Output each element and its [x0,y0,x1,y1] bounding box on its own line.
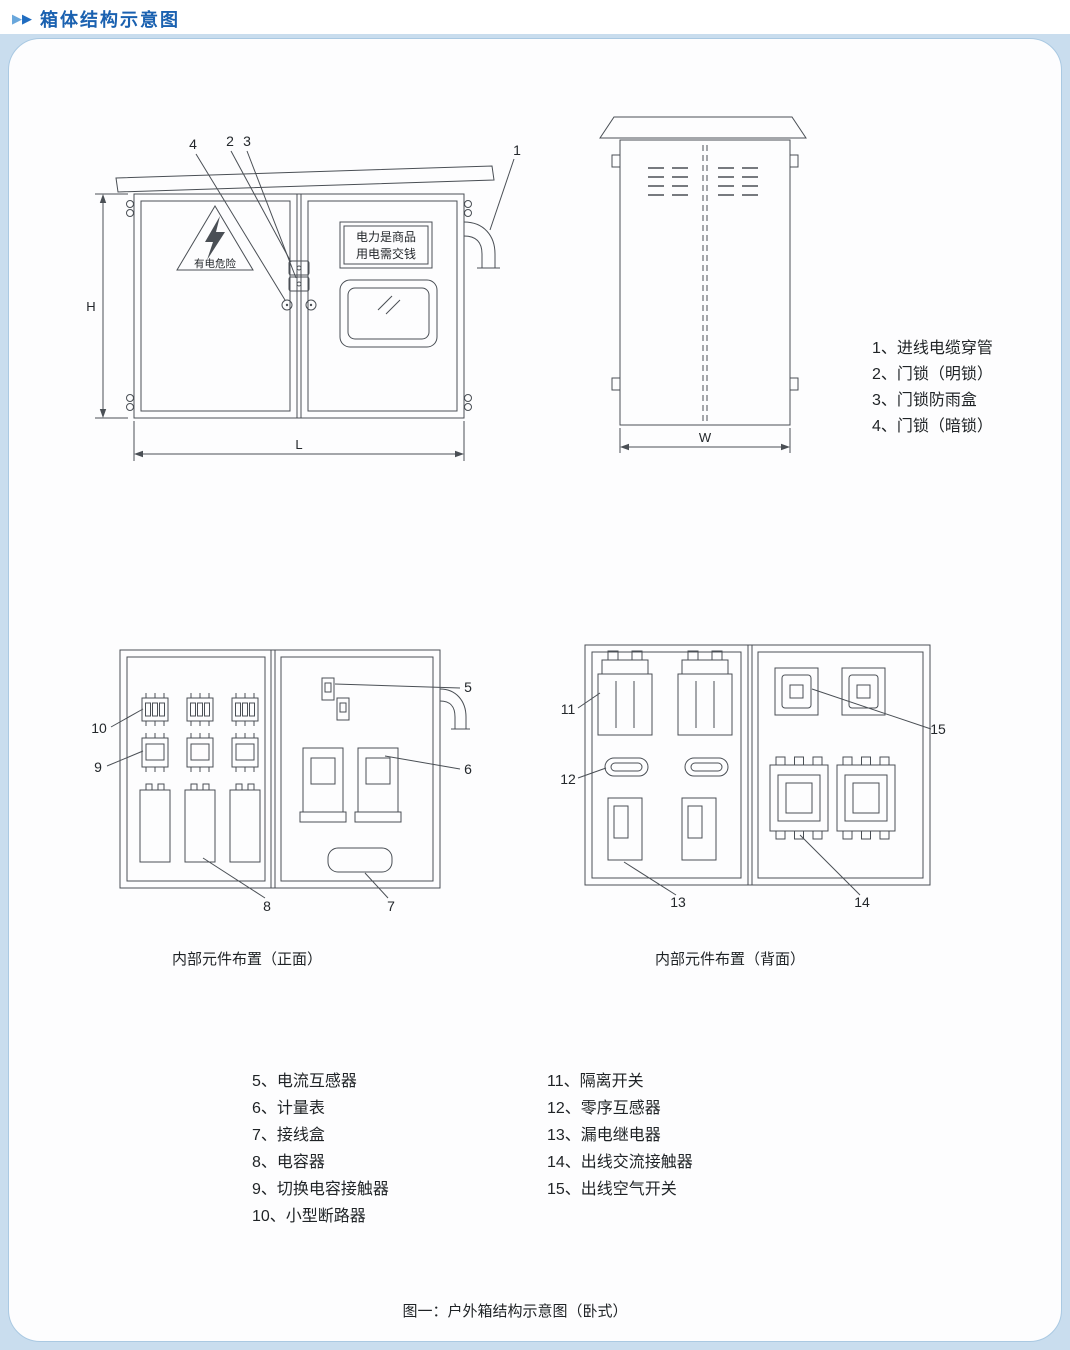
dim-w-label: W [699,430,712,445]
parts-list-item: 12、零序互感器 [547,1100,661,1117]
zero-sequence-transformers [604,757,729,777]
parts-list-item: 6、计量表 [252,1100,325,1117]
figure-caption: 图一：户外箱结构示意图（卧式） [402,1303,628,1320]
internal-front-caption: 内部元件布置（正面） [171,951,322,968]
callout-leader-lines [577,688,932,896]
callout-leader-lines [106,683,461,899]
chevron-icon: ▶ [22,11,32,26]
parts-list-item: 4、门锁（暗锁） [872,418,993,435]
warning-text: 有电危险 [194,257,236,270]
outdoor-box-side-view: W [599,116,807,453]
notice-line-1: 电力是商品 [356,229,416,244]
parts-list-item: 11、隔离开关 [547,1073,644,1090]
miniature-circuit-breakers [141,692,259,727]
internal-layout-front-view: 10 9 8 7 5 6 [91,649,472,914]
meter-window [339,279,438,348]
internal-back-parts-list: 11、隔离开关 12、零序互感器 13、漏电继电器 14、出线交流接触器 15、… [547,1068,693,1203]
dimension-length: L [133,421,465,461]
parts-list-item: 9、切换电容接触器 [252,1181,389,1198]
callout-3: 3 [243,133,251,149]
capacitors [139,783,261,863]
parts-list-item: 15、出线空气开关 [547,1181,677,1198]
page-title: 箱体结构示意图 [40,10,180,30]
outdoor-box-front-view: 有电危险 电力是商品 用电需交钱 [86,133,521,461]
door-lock-hardware [281,260,317,311]
callout-5: 5 [464,679,472,695]
parts-list-item: 5、电流互感器 [252,1073,357,1090]
door-hinges [126,200,472,411]
callout-6: 6 [464,761,472,777]
parts-list-item: 13、漏电继电器 [547,1127,661,1144]
callout-8: 8 [263,898,271,914]
parts-list-item: 1、进线电缆穿管 [872,340,993,357]
roof [115,165,495,193]
chevron-icon: ▶ [12,11,22,26]
callout-15: 15 [930,721,946,737]
junction-box [327,847,393,873]
page-header: ▶ ▶ 箱体结构示意图 [12,6,180,32]
callout-12: 12 [560,771,576,787]
content-panel [8,38,1062,1342]
dimension-height: H [86,193,128,419]
energy-meters [299,747,402,823]
callout-leader-lines [195,150,515,301]
capacitor-contactors [141,732,259,773]
enclosure [584,644,931,886]
internal-layout-back-view: 11 12 13 14 15 [560,644,946,910]
callout-2: 2 [226,133,234,149]
parts-list-item: 3、门锁防雨盒 [872,392,977,409]
callout-10: 10 [91,720,107,736]
parts-list-item: 14、出线交流接触器 [547,1154,693,1171]
dim-l-label: L [295,437,302,452]
isolation-switches [597,650,733,736]
callout-11: 11 [561,701,576,717]
notice-line-2: 用电需交钱 [356,246,416,261]
notice-plate: 电力是商品 用电需交钱 [339,221,433,269]
callout-14: 14 [854,894,870,910]
enclosure [119,649,441,889]
vent-louvers [648,167,758,196]
leakage-relays [607,797,717,861]
parts-list-item: 2、门锁（明锁） [872,366,993,383]
roof [599,116,807,139]
callout-4: 4 [189,136,197,152]
callout-13: 13 [670,894,686,910]
cabinet-frame [619,139,791,426]
danger-warning-sign: 有电危险 [176,205,254,271]
door-hinges [611,154,799,391]
callout-9: 9 [94,759,102,775]
dimension-width: W [619,428,791,453]
ac-contactors [769,756,896,840]
callout-1: 1 [513,142,521,158]
cable-conduit [463,221,500,269]
cabinet-frame [133,193,465,419]
parts-list-item: 10、小型断路器 [252,1208,366,1225]
dim-h-label: H [86,299,95,314]
internal-back-caption: 内部元件布置（背面） [654,951,805,968]
parts-list-item: 7、接线盒 [252,1127,325,1144]
outer-parts-list: 1、进线电缆穿管 2、门锁（明锁） 3、门锁防雨盒 4、门锁（暗锁） [872,336,993,440]
cable-conduit [439,688,470,730]
parts-list-item: 8、电容器 [252,1154,325,1171]
internal-front-parts-list: 5、电流互感器 6、计量表 7、接线盒 8、电容器 9、切换电容接触器 10、小… [252,1068,389,1230]
callout-7: 7 [387,898,395,914]
